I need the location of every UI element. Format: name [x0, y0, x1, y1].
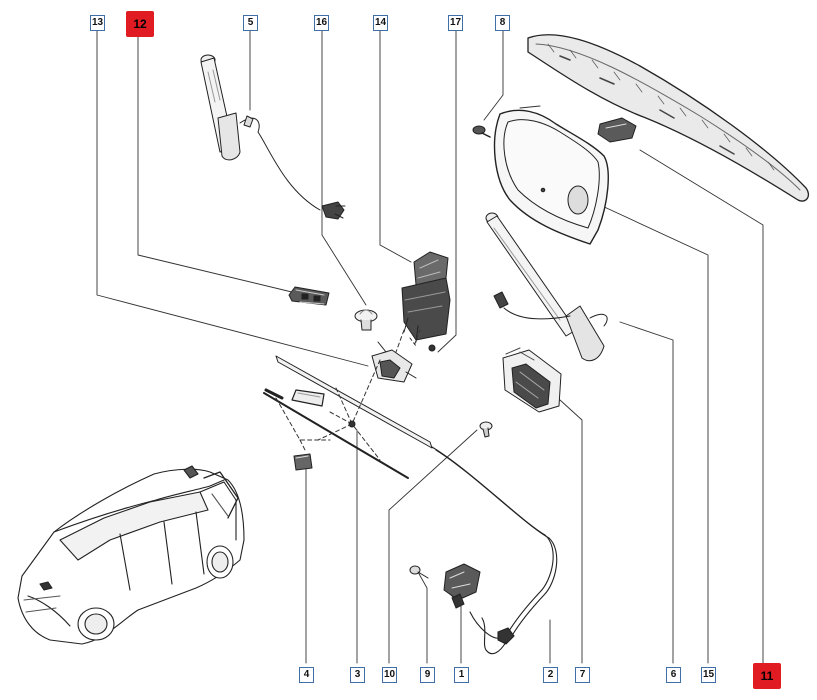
- vehicle-sketch: [17, 465, 245, 645]
- callout-8[interactable]: 8: [495, 15, 510, 31]
- callout-15[interactable]: 15: [701, 667, 716, 683]
- screw-9: [409, 565, 429, 579]
- screw-8: [472, 125, 491, 138]
- callout-1[interactable]: 1: [454, 667, 469, 683]
- tailgate-panel-15: [493, 105, 609, 245]
- callout-16[interactable]: 16: [314, 15, 329, 31]
- callout-4[interactable]: 4: [299, 667, 314, 683]
- control-unit-7: [502, 347, 562, 413]
- callout-9[interactable]: 9: [420, 667, 435, 683]
- leader-lines: [96, 29, 764, 664]
- clip-16: [354, 309, 378, 331]
- callout-3[interactable]: 3: [350, 667, 365, 683]
- callout-7[interactable]: 7: [575, 667, 590, 683]
- handle-bar-11: [527, 34, 810, 202]
- callout-2[interactable]: 2: [543, 667, 558, 683]
- lock-actuator-14: [401, 251, 451, 352]
- callout-13[interactable]: 13: [90, 15, 105, 31]
- switch-1: [443, 563, 481, 609]
- screw-10: [479, 421, 493, 438]
- projection-lines: [275, 329, 405, 461]
- gas-strut-5: [200, 54, 346, 220]
- callout-12[interactable]: 12: [126, 11, 154, 37]
- callout-6[interactable]: 6: [666, 667, 681, 683]
- callout-5[interactable]: 5: [243, 15, 258, 31]
- callout-17[interactable]: 17: [448, 15, 463, 31]
- callout-10[interactable]: 10: [382, 667, 397, 683]
- wiring-harness-2: [431, 446, 558, 655]
- callout-14[interactable]: 14: [373, 15, 388, 31]
- callout-11[interactable]: 11: [753, 663, 781, 689]
- gas-strut-6: [485, 212, 608, 362]
- clip-4: [293, 453, 313, 471]
- bracket-13: [371, 341, 417, 383]
- connector-12: [288, 286, 330, 306]
